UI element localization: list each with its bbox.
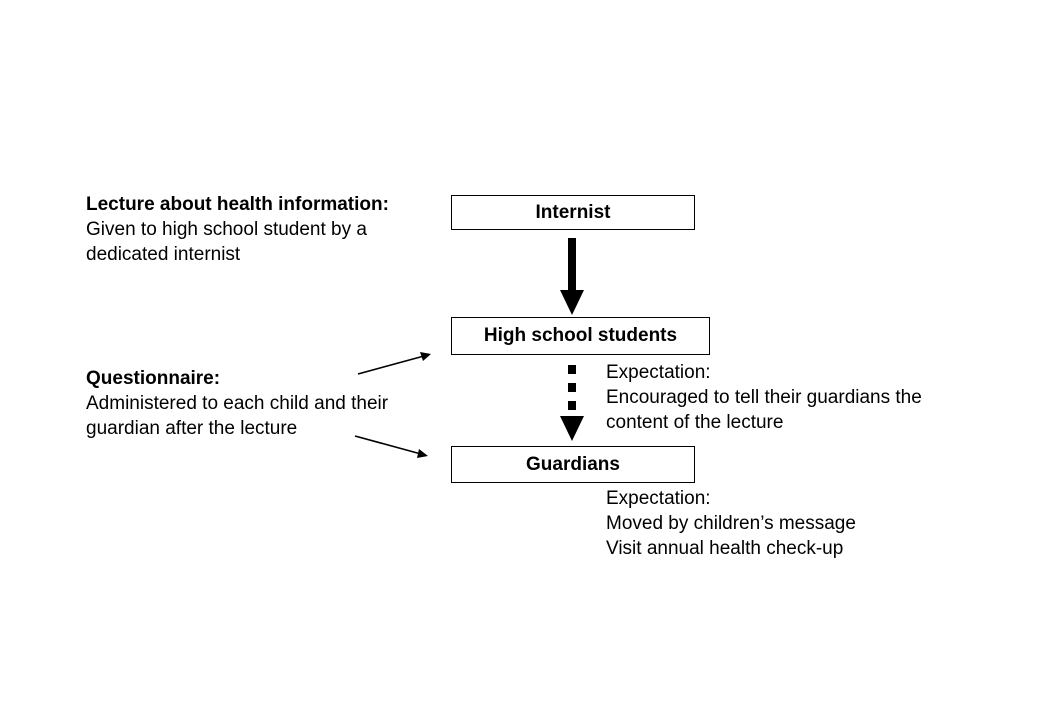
- guardians-expectation-line: Visit annual health check-up: [606, 538, 844, 559]
- high-school-students-label: High school students: [483, 325, 678, 346]
- students-expectation-note: Expectation: Encouraged to tell their gu…: [606, 360, 922, 435]
- guardians-label: Guardians: [526, 453, 620, 475]
- dotted-arrow-students-to-guardians: [560, 365, 584, 441]
- students-expectation-line: Expectation:: [606, 362, 711, 383]
- guardians-box: Guardians: [451, 446, 695, 483]
- lecture-note: Lecture about health information: Given …: [86, 192, 389, 267]
- guardians-expectation-line: Expectation:: [606, 488, 711, 509]
- high-school-students-box: High school students: [451, 317, 710, 355]
- questionnaire-line: Administered to each child and their: [86, 393, 389, 414]
- lecture-line: dedicated internist: [86, 244, 241, 265]
- lecture-line: Given to high school student by a: [86, 219, 367, 240]
- questionnaire-note: Questionnaire: Administered to each chil…: [86, 366, 388, 441]
- lecture-heading: Lecture about health information:: [86, 194, 389, 215]
- students-expectation-line: content of the lecture: [606, 412, 784, 433]
- questionnaire-heading: Questionnaire:: [86, 368, 221, 389]
- students-expectation-line: Encouraged to tell their guardians the: [606, 387, 922, 408]
- solid-arrow-internist-to-students: [560, 238, 584, 315]
- internist-box: Internist: [451, 195, 695, 230]
- guardians-expectation-line: Moved by children’s message: [606, 513, 856, 534]
- questionnaire-line: guardian after the lecture: [86, 418, 298, 439]
- internist-label: Internist: [535, 201, 611, 223]
- guardians-expectation-note: Expectation: Moved by children’s message…: [606, 486, 856, 561]
